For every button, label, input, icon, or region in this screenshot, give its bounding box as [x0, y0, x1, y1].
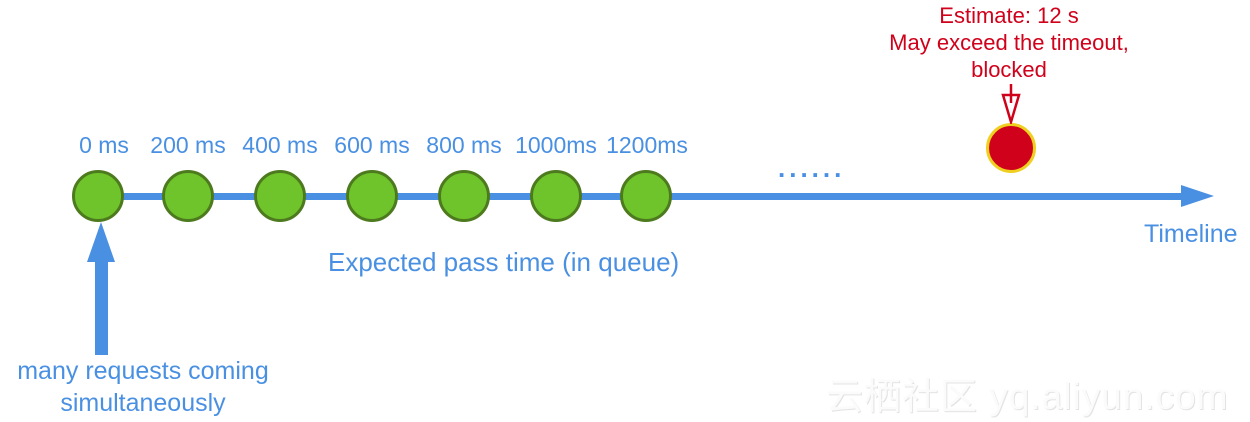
- timeline-arrowhead-icon: [1181, 185, 1214, 207]
- queue-dot-0: [72, 170, 124, 222]
- blocked-annotation-line3: blocked: [971, 57, 1047, 82]
- blocked-annotation-line1: Estimate: 12 s: [939, 3, 1079, 28]
- blocked-annotation: Estimate: 12 s May exceed the timeout, b…: [858, 2, 1160, 83]
- queue-dot-label-2: 400 ms: [242, 132, 318, 158]
- queue-dot-label-0: 0 ms: [79, 132, 129, 158]
- watermark: 云栖社区 yq.aliyun.com: [826, 376, 1229, 417]
- queue-dot-3: [346, 170, 398, 222]
- queue-dot-label-5: 1000ms: [515, 132, 597, 158]
- queue-dot-4: [438, 170, 490, 222]
- queue-dot-5: [530, 170, 582, 222]
- blocked-arrow-down-icon: [1001, 84, 1021, 124]
- queue-dot-6: [620, 170, 672, 222]
- queue-dot-label-3: 600 ms: [334, 132, 410, 158]
- incoming-caption: many requests coming simultaneously: [0, 355, 289, 419]
- blocked-annotation-line2: May exceed the timeout,: [889, 30, 1129, 55]
- queue-dot-label-1: 200 ms: [150, 132, 226, 158]
- timeline-label: Timeline: [1144, 220, 1238, 248]
- blocked-request-dot: [986, 123, 1036, 173]
- incoming-arrow-shaft: [95, 258, 108, 355]
- ellipsis-dots: ......: [778, 153, 846, 183]
- queue-dot-label-6: 1200ms: [606, 132, 688, 158]
- queue-dot-2: [254, 170, 306, 222]
- queue-dot-1: [162, 170, 214, 222]
- queue-caption: Expected pass time (in queue): [328, 247, 680, 277]
- incoming-caption-line1: many requests coming: [17, 357, 269, 385]
- incoming-arrow-up-icon: [87, 222, 115, 262]
- incoming-caption-line2: simultaneously: [60, 389, 226, 417]
- queue-dot-label-4: 800 ms: [426, 132, 502, 158]
